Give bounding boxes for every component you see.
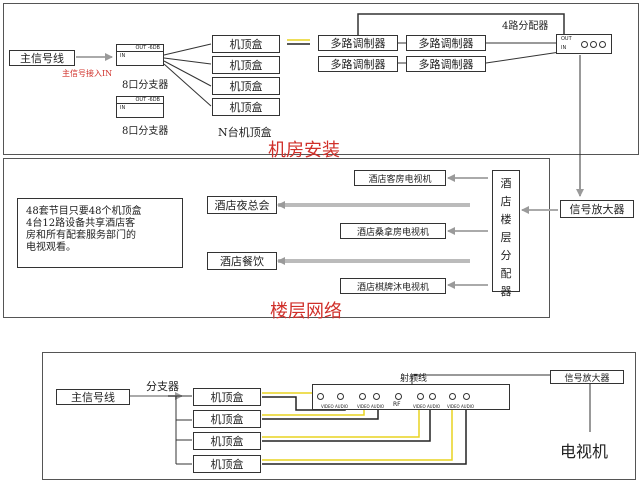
venue-box-dining: 酒店餐饮 — [207, 252, 277, 270]
bottom-stb-box-4: 机顶盒 — [193, 455, 261, 473]
av-input-label-2: VIDEO AUDIO — [357, 404, 385, 409]
modulator-3: 多路调制器 — [406, 35, 486, 51]
av-port-2 — [337, 393, 344, 400]
modulator-2: 多路调制器 — [318, 56, 398, 72]
machine-room-panel — [3, 3, 639, 155]
distributor-port-3 — [599, 41, 606, 48]
bottom-stb-box-1: 机顶盒 — [193, 388, 261, 406]
av-input-label-4: VIDEO AUDIO — [447, 404, 475, 409]
distributor-port-1 — [581, 41, 588, 48]
distributor-4-way-label: 4路分配器 — [502, 21, 549, 32]
room-tv-box-3: 酒店棋牌沐电视机 — [340, 278, 446, 294]
av-port-4 — [373, 393, 380, 400]
distributor-out-label: OUT — [561, 36, 572, 42]
distributor-4-way: OUT IN — [556, 34, 612, 54]
modulator-1: 多路调制器 — [318, 35, 398, 51]
bottom-signal-line-box: 主信号线 — [56, 389, 130, 405]
rf-line-label: 射频线 — [400, 374, 428, 384]
venue-box-nightclub: 酒店夜总会 — [207, 196, 277, 214]
av-input-label-1: VIDEO AUDIO — [321, 404, 349, 409]
stb-box-4: 机顶盒 — [212, 98, 280, 116]
splitter-a-in-label: IN — [120, 53, 126, 59]
rf-port — [395, 393, 402, 400]
stb-box-1: 机顶盒 — [212, 35, 280, 53]
machine-room-title: 机房安装 — [268, 140, 340, 161]
splitter-b-label: 8口分支器 — [122, 126, 169, 137]
splitter-b-in-label: IN — [120, 105, 126, 111]
av-port-8 — [463, 393, 470, 400]
splitter-8-port-a: OUT -6DB IN — [116, 44, 164, 66]
tv-label: 电视机 — [560, 442, 609, 461]
bottom-stb-box-2: 机顶盒 — [193, 410, 261, 428]
av-port-3 — [359, 393, 366, 400]
modulator-4: 多路调制器 — [406, 56, 486, 72]
channel-note-box: 48套节目只要48个机顶盒 4台12路设备共享酒店客 房和所有配套服务部门的 电… — [17, 198, 183, 268]
av-port-6 — [429, 393, 436, 400]
splitter-a-out-label: OUT -6DB — [117, 45, 163, 52]
room-tv-box-1: 酒店客房电视机 — [354, 170, 446, 186]
bottom-amplifier-box: 信号放大器 — [550, 370, 624, 384]
av-port-7 — [449, 393, 456, 400]
floor-network-title: 楼层网络 — [270, 301, 342, 322]
floor-distributor-label: 酒店楼层分配器 — [500, 177, 512, 298]
floor-distributor-box: 酒店楼层分配器 — [492, 170, 520, 298]
rf-port-label: RF — [393, 401, 401, 408]
av-port-5 — [417, 393, 424, 400]
bottom-stb-box-3: 机顶盒 — [193, 432, 261, 450]
modulator-panel: VIDEO AUDIO VIDEO AUDIO RF VIDEO AUDIO V… — [312, 384, 510, 410]
distributor-in-label: IN — [561, 45, 567, 51]
bottom-splitter-label: 分支器 — [146, 380, 179, 393]
signal-amplifier-box: 信号放大器 — [560, 200, 634, 218]
main-signal-line-box: 主信号线 — [9, 50, 75, 66]
stb-box-3: 机顶盒 — [212, 77, 280, 95]
room-tv-box-2: 酒店桑拿房电视机 — [340, 223, 446, 239]
av-input-label-3: VIDEO AUDIO — [413, 404, 441, 409]
splitter-b-out-label: OUT -6DB — [117, 97, 163, 104]
distributor-port-2 — [590, 41, 597, 48]
splitter-a-label: 8口分支器 — [122, 80, 169, 91]
stb-count-label: N台机顶盒 — [218, 126, 272, 139]
main-signal-input-label: 主信号接入IN — [62, 69, 113, 78]
splitter-8-port-b: OUT -6DB IN — [116, 96, 164, 118]
av-port-1 — [317, 393, 324, 400]
stb-box-2: 机顶盒 — [212, 56, 280, 74]
